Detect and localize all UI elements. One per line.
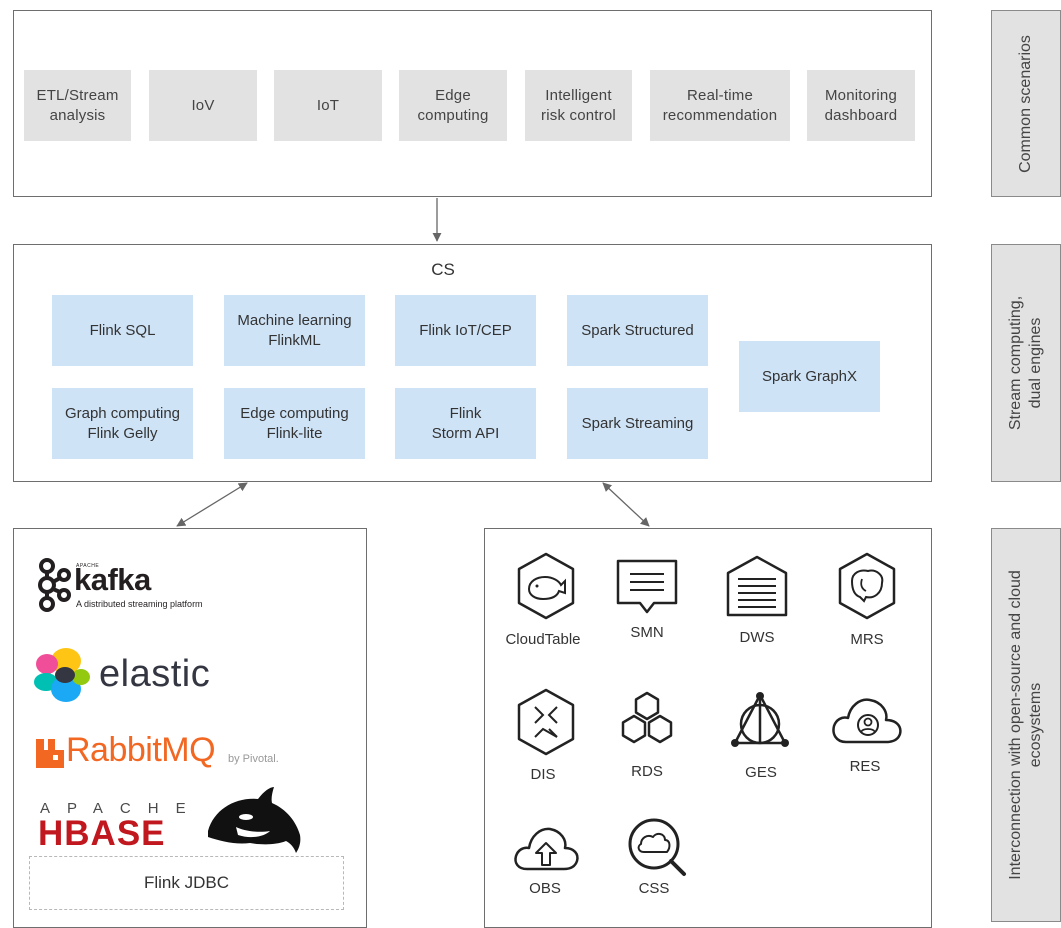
rabbitmq-by-pivotal: by Pivotal.: [228, 753, 279, 765]
side-label-ecosystems: Interconnection with open-source and clo…: [991, 528, 1061, 922]
dws-icon: [726, 555, 788, 617]
scenario-risk-control: Intelligent risk control: [525, 70, 632, 141]
rabbitmq-logo-icon: [36, 739, 64, 768]
module-flink-lite: Edge computing Flink-lite: [224, 388, 365, 459]
kafka-wordmark: kafka: [74, 562, 151, 597]
module-flink-iot-cep: Flink IoT/CEP: [395, 295, 536, 366]
obs-label: OBS: [529, 880, 561, 897]
scenario-edge-computing: Edge computing: [399, 70, 507, 141]
rds-label: RDS: [631, 763, 663, 780]
module-flinkml: Machine learning FlinkML: [224, 295, 365, 366]
module-spark-streaming: Spark Streaming: [567, 388, 708, 459]
scenario-recommendation: Real-time recommendation: [650, 70, 790, 141]
cs-title: CS: [431, 260, 455, 279]
open-source-frame: [13, 528, 367, 928]
cloudtable-icon: [517, 552, 575, 620]
arrow-cs-to-cloud: [602, 482, 650, 527]
ges-icon: [731, 692, 789, 747]
module-flink-gelly: Graph computing Flink Gelly: [52, 388, 193, 459]
flink-jdbc-label: Flink JDBC: [29, 856, 344, 910]
dis-icon: [517, 688, 575, 756]
scenario-monitoring: Monitoring dashboard: [807, 70, 915, 141]
rds-icon: [621, 691, 673, 744]
css-icon: [628, 818, 686, 876]
kafka-apache-mark: APACHE: [76, 563, 100, 569]
rabbitmq-wordmark: RabbitMQ: [66, 731, 216, 769]
mrs-label: MRS: [850, 631, 884, 648]
kafka-logo-icon: [38, 558, 71, 612]
elastic-logo-icon: [34, 648, 90, 702]
side-label-scenarios-text: Common scenarios: [1017, 34, 1034, 173]
scenario-iot: IoT: [274, 70, 382, 141]
scenario-etl-stream: ETL/Stream analysis: [24, 70, 131, 141]
smn-icon: [616, 559, 678, 614]
res-icon: [832, 698, 902, 744]
module-flink-sql: Flink SQL: [52, 295, 193, 366]
ges-label: GES: [745, 764, 777, 781]
side-label-engines: Stream computing, dual engines: [991, 244, 1061, 482]
obs-icon: [514, 827, 579, 871]
module-flink-storm-api: Flink Storm API: [395, 388, 536, 459]
mrs-icon: [838, 552, 896, 620]
side-label-engines-text: Stream computing, dual engines: [1007, 295, 1044, 431]
hbase-apache-mark: APACHE: [40, 800, 203, 817]
module-spark-structured: Spark Structured: [567, 295, 708, 366]
dis-label: DIS: [530, 766, 556, 783]
module-spark-graphx: Spark GraphX: [739, 341, 880, 412]
smn-label: SMN: [630, 624, 664, 641]
side-label-scenarios: Common scenarios: [991, 10, 1061, 197]
cloudtable-label: CloudTable: [505, 631, 581, 648]
css-label: CSS: [638, 880, 670, 897]
scenario-iov: IoV: [149, 70, 257, 141]
res-label: RES: [849, 758, 881, 775]
hbase-wordmark: HBASE: [38, 814, 166, 853]
side-label-ecosystems-text: Interconnection with open-source and clo…: [1007, 570, 1044, 880]
elastic-wordmark: elastic: [99, 653, 211, 695]
kafka-tagline: A distributed streaming platform: [76, 599, 203, 609]
orca-icon: [208, 787, 301, 853]
dws-label: DWS: [739, 629, 775, 646]
arrow-cs-to-opensource: [176, 482, 248, 527]
